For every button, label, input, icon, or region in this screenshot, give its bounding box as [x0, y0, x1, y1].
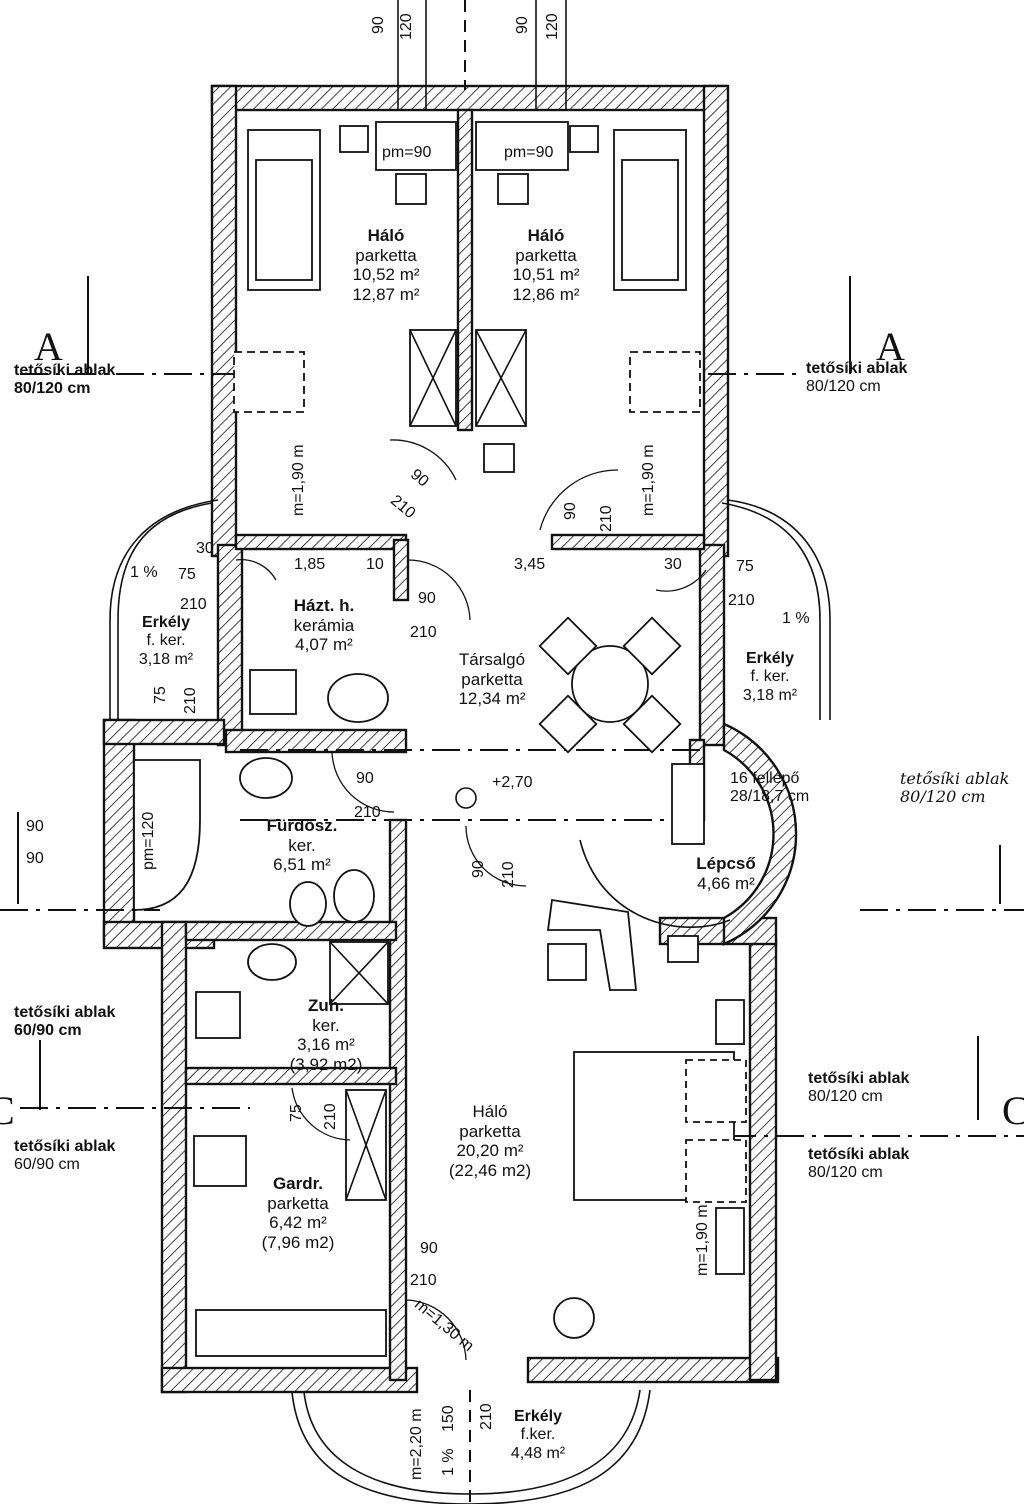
slope-right: 1 % [782, 610, 810, 627]
dim-top-90b: 90 [514, 16, 531, 34]
dim-pm220: m=2,20 m [408, 1408, 425, 1480]
dim-75-left: 75 [178, 566, 196, 583]
dim-30-right: 30 [664, 556, 682, 573]
stair-steps: 16 fellépő 28/18,7 cm [730, 770, 810, 806]
dim-90-side1: 90 [26, 818, 44, 835]
dim-top-120b: 120 [544, 13, 561, 40]
dim-210-bottom: 210 [478, 1403, 495, 1430]
dim-210-door-right: 210 [598, 505, 615, 532]
dim-210-zuh: 210 [322, 1103, 339, 1130]
section-mark-c-right: C [1002, 1088, 1024, 1133]
dim-30-left: 30 [196, 540, 214, 557]
room-gardr: Gardr. parketta 6,42 m² (7,96 m2) [261, 1174, 335, 1252]
room-zuh: Zuh. ker. 3,16 m² (3,92 m2) [289, 996, 363, 1074]
top-dimension-ticks [397, 0, 567, 110]
dim-210-right: 210 [728, 592, 755, 609]
section-mark-c-left: C [0, 1088, 15, 1133]
room-furdo: Fürdősz. ker. 6,51 m² [266, 816, 338, 875]
dim-150: 150 [440, 1405, 457, 1432]
room-halo-left: Háló parketta 10,52 m² 12,87 m² [352, 226, 420, 304]
dim-210-main: 210 [410, 1272, 437, 1289]
exterior-walls [102, 84, 780, 1394]
dim-210-hazt: 210 [410, 624, 437, 641]
dim-90-door-right: 90 [562, 502, 579, 520]
interior-walls [184, 108, 706, 1382]
dim-75-vert: 75 [152, 686, 169, 704]
room-halo-main: Háló parketta 20,20 m² (22,46 m2) [448, 1102, 532, 1180]
room-erkely-right: Erkély f. ker. 3,18 m² [742, 650, 798, 704]
dim-90-hazt: 90 [418, 590, 436, 607]
dim-90-furdo: 90 [356, 770, 374, 787]
dim-pm-right: m=1,90 m [640, 444, 657, 516]
dim-90-stair: 90 [470, 860, 487, 878]
section-mark-a-right: A [876, 324, 905, 369]
slope-left: 1 % [130, 564, 158, 581]
dim-10: 10 [366, 556, 384, 573]
dim-top-120a: 120 [398, 13, 415, 40]
dim-185: 1,85 [294, 556, 326, 573]
pm-right: pm=90 [504, 144, 554, 161]
pm-left: pm=90 [382, 144, 432, 161]
room-hazt: Házt. h. kerámia 4,07 m² [293, 596, 355, 655]
window-label-stair-handwritten: tetősíki ablak 80/120 cm [900, 769, 1010, 807]
dim-75-right: 75 [736, 558, 754, 575]
door-swings [235, 439, 707, 1361]
slope-bottom: 1 % [440, 1448, 457, 1476]
room-tarsalgo: Társalgó parketta 12,34 m² [458, 650, 526, 709]
dim-75-zuh: 75 [288, 1104, 305, 1122]
section-mark-a-left: A [34, 324, 63, 369]
room-erkely-left: Erkély f. ker. 3,18 m² [138, 614, 194, 668]
dim-top-90a: 90 [370, 16, 387, 34]
dim-pm120: pm=120 [140, 811, 157, 870]
dim-pm-main: m=1,90 m [694, 1204, 711, 1276]
level-mark: +2,70 [492, 774, 533, 791]
dim-210-left: 210 [180, 596, 207, 613]
room-halo-right: Háló parketta 10,51 m² 12,86 m² [512, 226, 580, 304]
dim-90-main: 90 [420, 1240, 438, 1257]
dim-210-furdo: 210 [354, 804, 381, 821]
dim-pm-left: m=1,90 m [290, 444, 307, 516]
balcony-outlines [109, 499, 831, 1504]
dim-210-stair: 210 [500, 861, 517, 888]
furniture [133, 121, 747, 1357]
dim-210-vert: 210 [182, 687, 199, 714]
dim-90-side2: 90 [26, 850, 44, 867]
dim-345: 3,45 [514, 556, 546, 573]
room-lepcso: Lépcső 4,66 m² [696, 854, 756, 893]
room-erkely-bottom: Erkély f.ker. 4,48 m² [510, 1408, 566, 1462]
